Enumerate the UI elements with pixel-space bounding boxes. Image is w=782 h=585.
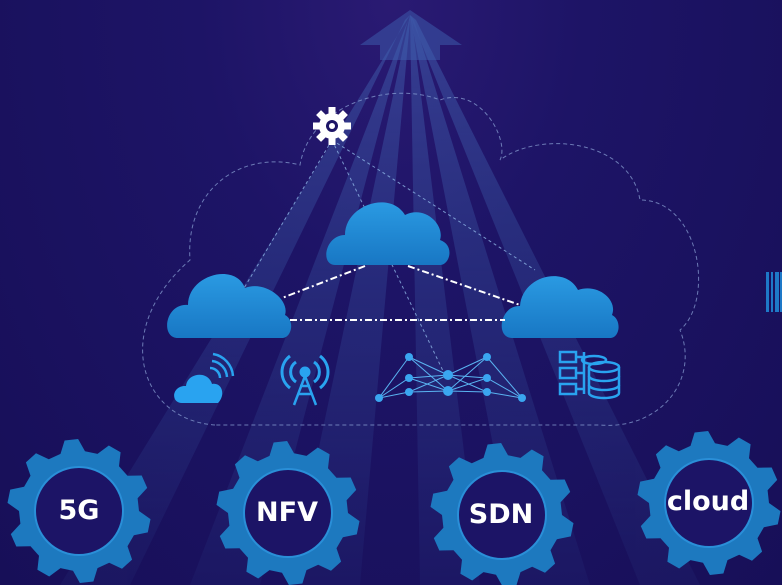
cloud-right: [501, 276, 619, 338]
cloud-left: [167, 274, 292, 338]
gear-sdn: [430, 443, 574, 585]
neural-network-icon: [375, 353, 526, 402]
gear-icon: [313, 107, 351, 145]
gear-connection-lines: [239, 139, 536, 376]
cloud-links: [281, 265, 521, 321]
gear-cloud: [637, 431, 781, 575]
barcode-element: [766, 272, 782, 312]
wireless-cloud-icon: [174, 352, 235, 403]
dashed-cloud-outline: [142, 92, 700, 426]
gears-layer: [7, 431, 781, 585]
gear-label-sdn: SDN: [468, 499, 534, 530]
gear-label-5g: 5G: [58, 495, 100, 526]
database-server-icon: [558, 350, 621, 400]
gear-label-cloud: cloud: [666, 486, 750, 517]
gear-5g: [7, 439, 151, 583]
antenna-tower-icon: [280, 354, 330, 406]
cloud-top: [326, 202, 450, 265]
arrow-head: [360, 10, 462, 60]
gear-label-nfv: NFV: [256, 497, 318, 528]
gear-nfv: [216, 441, 360, 585]
